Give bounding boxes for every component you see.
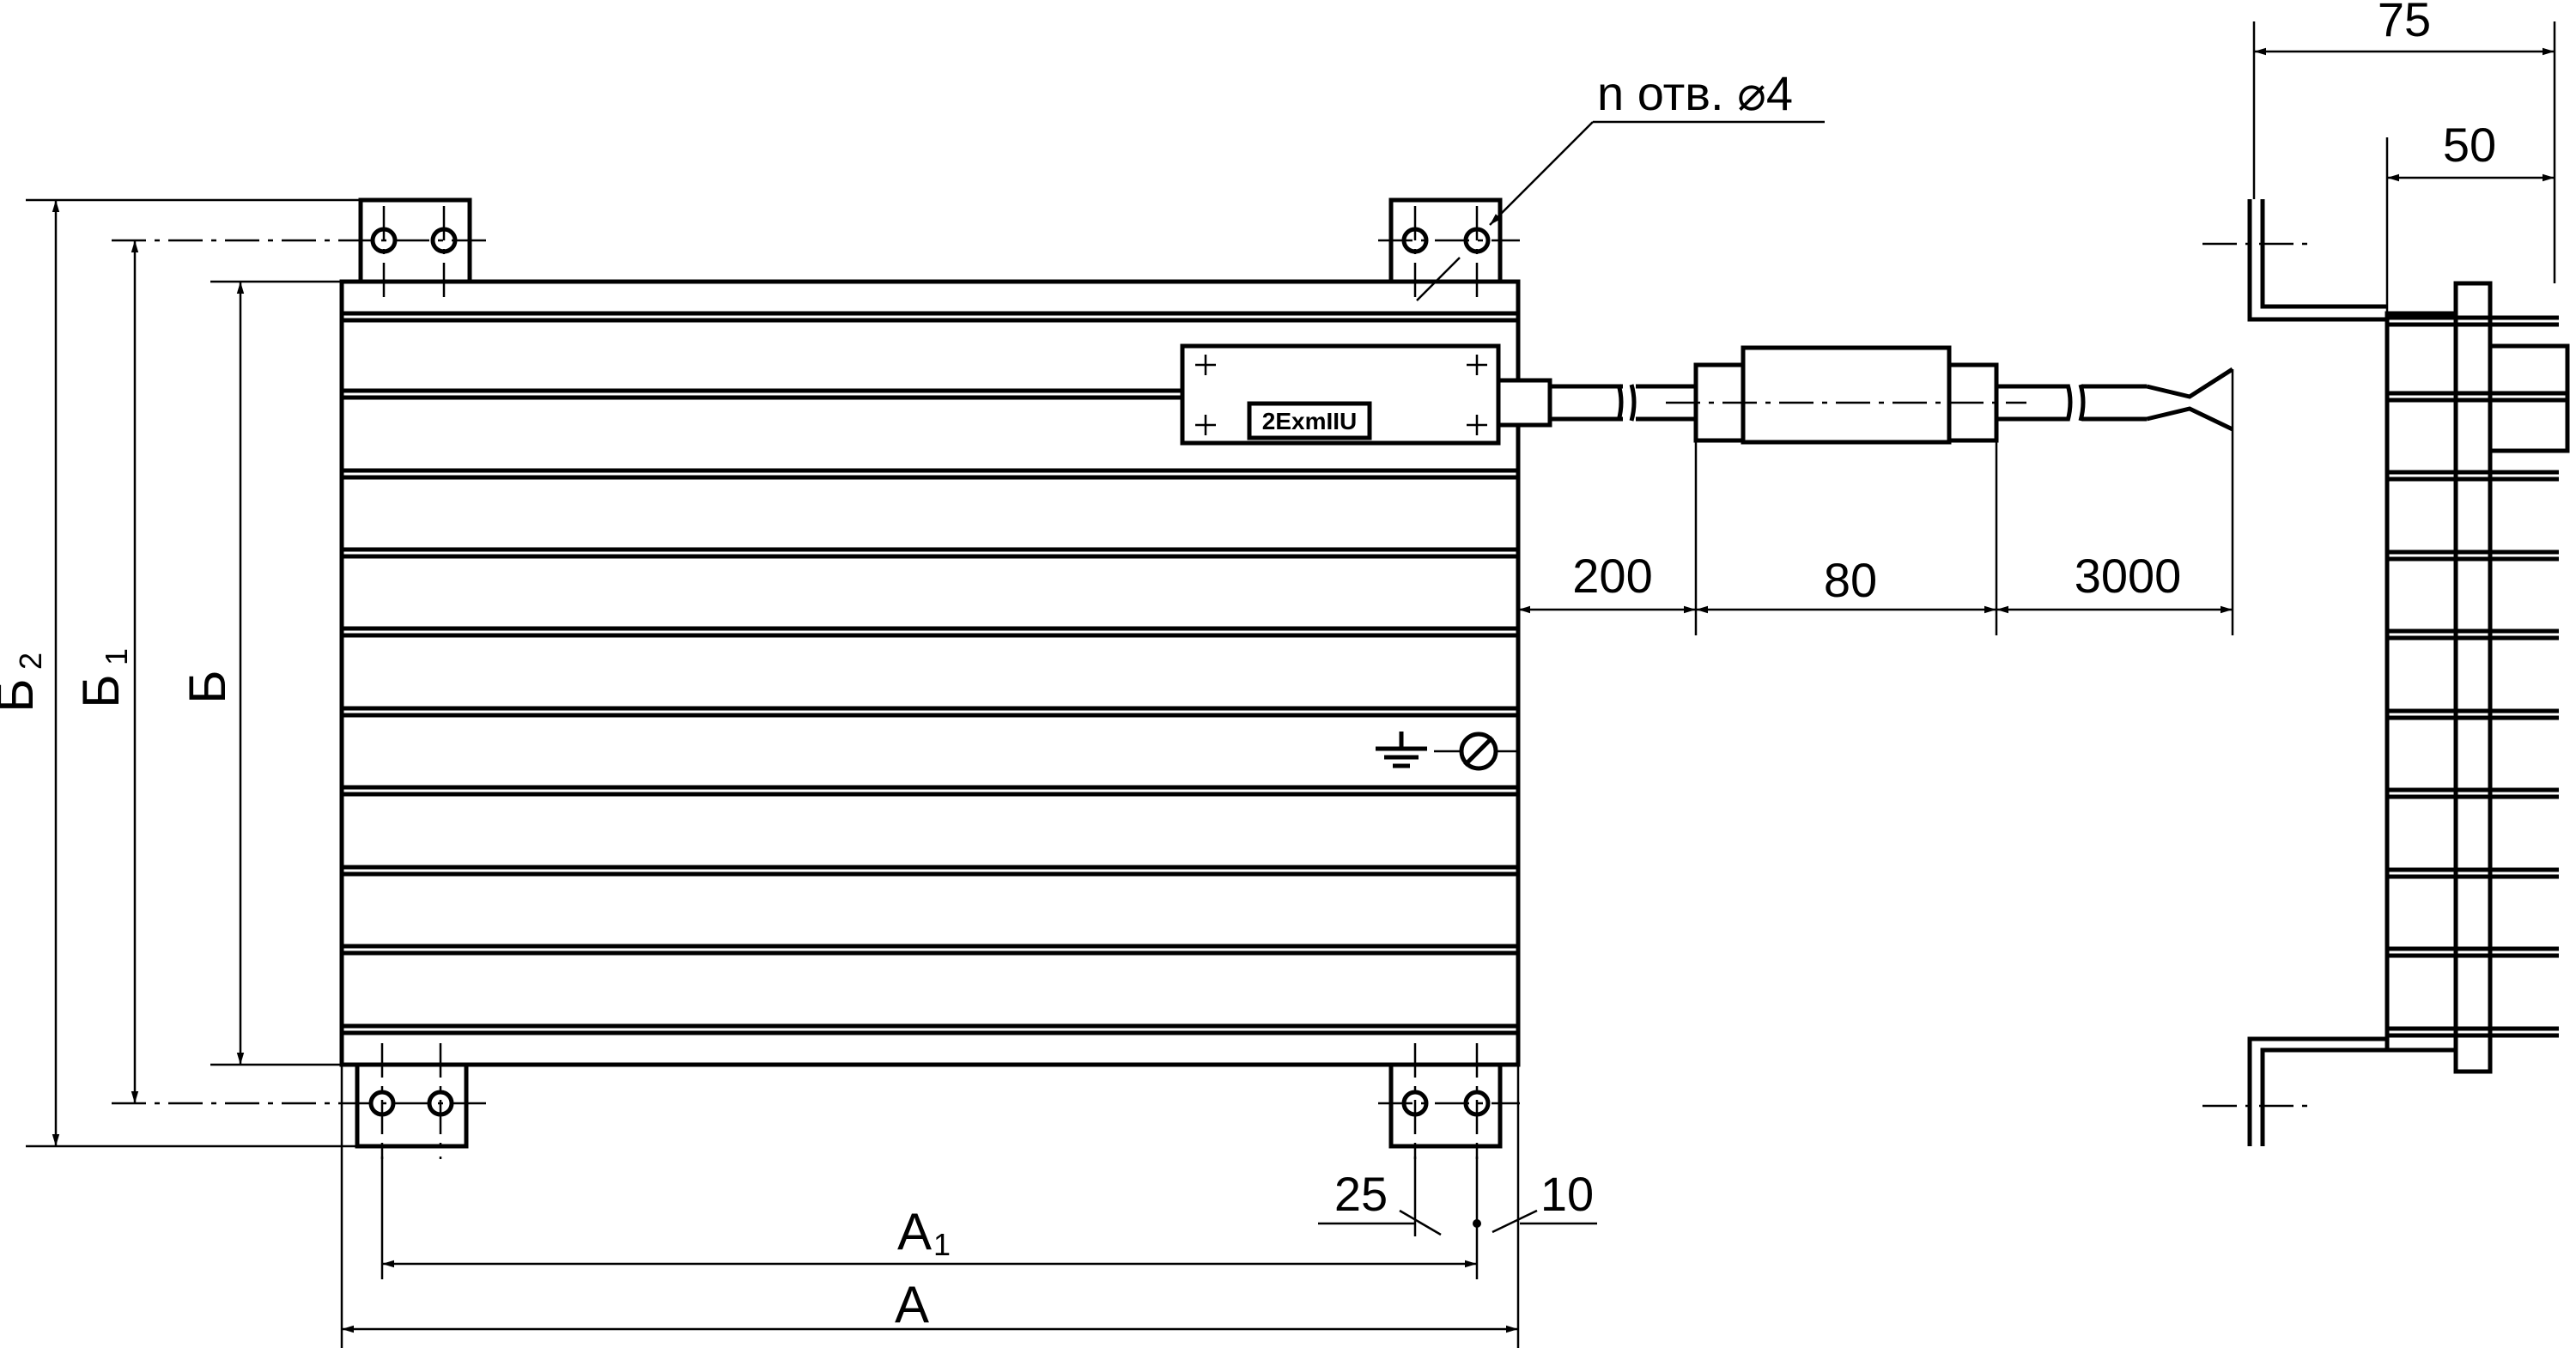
ground-screw-icon <box>1434 732 1518 771</box>
ground-icon <box>1376 732 1427 768</box>
cable-assembly <box>1550 345 2234 445</box>
dim-75: 75 <box>2378 0 2431 46</box>
dim-B: Б <box>179 670 236 703</box>
svg-text:1: 1 <box>99 648 134 665</box>
heater-body: 2ExmIIU <box>339 279 1552 1067</box>
svg-text:Б: Б <box>0 678 44 712</box>
svg-text:Б: Б <box>179 670 236 703</box>
svg-text:A: A <box>897 1203 932 1260</box>
dim-A: A <box>895 1276 929 1333</box>
dim-3000: 3000 <box>2075 549 2182 603</box>
junction-box: 2ExmIIU <box>1180 343 1552 446</box>
dim-50: 50 <box>2443 118 2496 172</box>
marking-badge <box>1247 401 1372 440</box>
svg-text:1: 1 <box>933 1227 951 1262</box>
dim-B2: Б 2 <box>0 653 48 713</box>
svg-text:2: 2 <box>13 653 48 670</box>
dim-200: 200 <box>1572 549 1652 603</box>
dim-10: 10 <box>1540 1167 1594 1221</box>
dim-25: 25 <box>1334 1167 1388 1221</box>
dim-80: 80 <box>1824 553 1877 607</box>
side-fins <box>2387 315 2567 1038</box>
holes-label: n отв. ⌀4 <box>1597 66 1793 120</box>
svg-text:Б: Б <box>72 674 130 707</box>
side-view <box>2202 199 2570 1146</box>
dim-B1: Б 1 <box>72 648 134 708</box>
dim-A1: A 1 <box>897 1203 951 1262</box>
hole-center-lines <box>112 239 1520 1105</box>
marking-text: 2ExmIIU <box>1262 408 1358 434</box>
